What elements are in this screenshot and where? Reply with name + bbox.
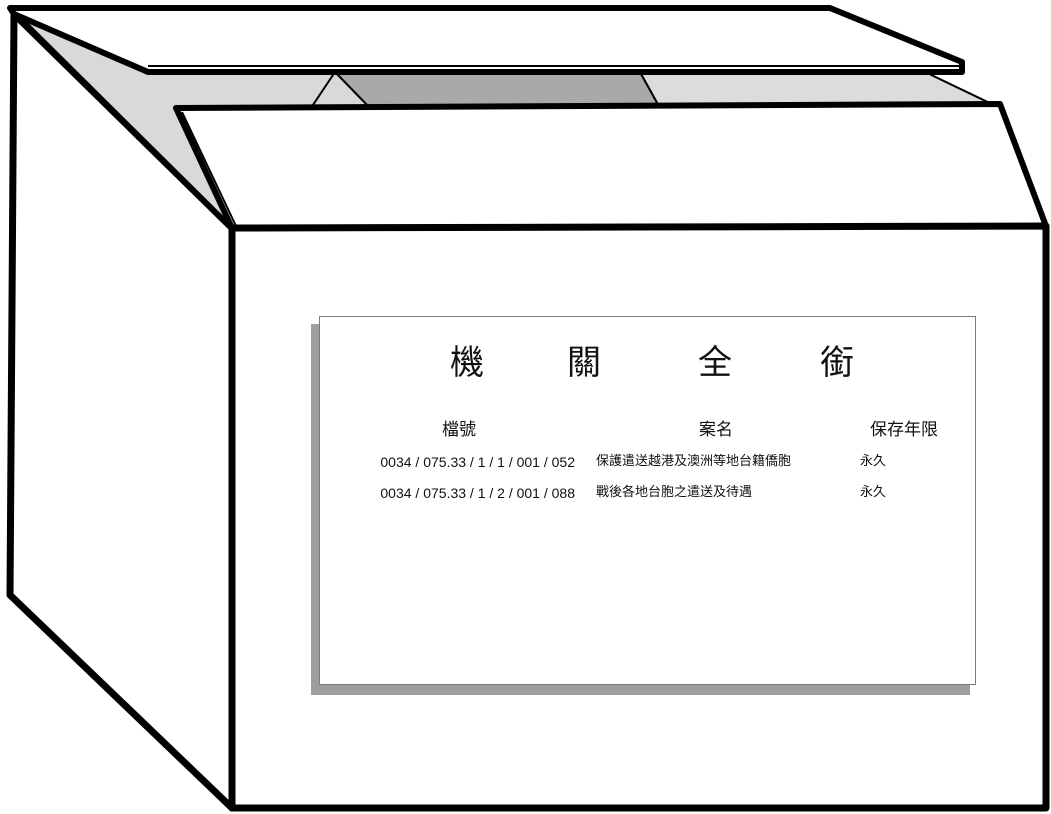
label-title: 機 關 全 銜 (320, 343, 975, 393)
box-front-flap (173, 101, 1049, 231)
box-inner-shadow (334, 71, 661, 109)
record-retention: 永久 (859, 485, 887, 500)
record-file-number: 0034 / 075.33 / 1 / 2 / 001 / 088 (380, 485, 575, 501)
title-char-3: 全 (698, 343, 732, 383)
record-file-number: 0034 / 075.33 / 1 / 1 / 001 / 052 (380, 454, 575, 470)
record-case-name: 保護遣送越港及澳洲等地台籍僑胞 (596, 454, 792, 469)
box-front-flap-crease (181, 111, 237, 227)
record-row: 0034 / 075.33 / 1 / 1 / 001 / 052 保護遣送越港… (320, 452, 975, 474)
box-label-card: 機 關 全 銜 檔號 案名 保存年限 0034 / 075.33 / 1 / 1… (319, 316, 976, 685)
title-char-2: 關 (567, 343, 601, 383)
header-case-name: 案名 (699, 420, 733, 440)
record-retention: 永久 (859, 454, 887, 469)
title-char-1: 機 (450, 343, 484, 383)
title-char-4: 銜 (820, 343, 854, 383)
header-file-number: 檔號 (442, 420, 476, 440)
record-case-name: 戰後各地台胞之遣送及待遇 (596, 485, 753, 500)
box-back-flap (7, 5, 965, 75)
record-row: 0034 / 075.33 / 1 / 2 / 001 / 088 戰後各地台胞… (320, 483, 975, 505)
header-retention: 保存年限 (870, 420, 938, 440)
